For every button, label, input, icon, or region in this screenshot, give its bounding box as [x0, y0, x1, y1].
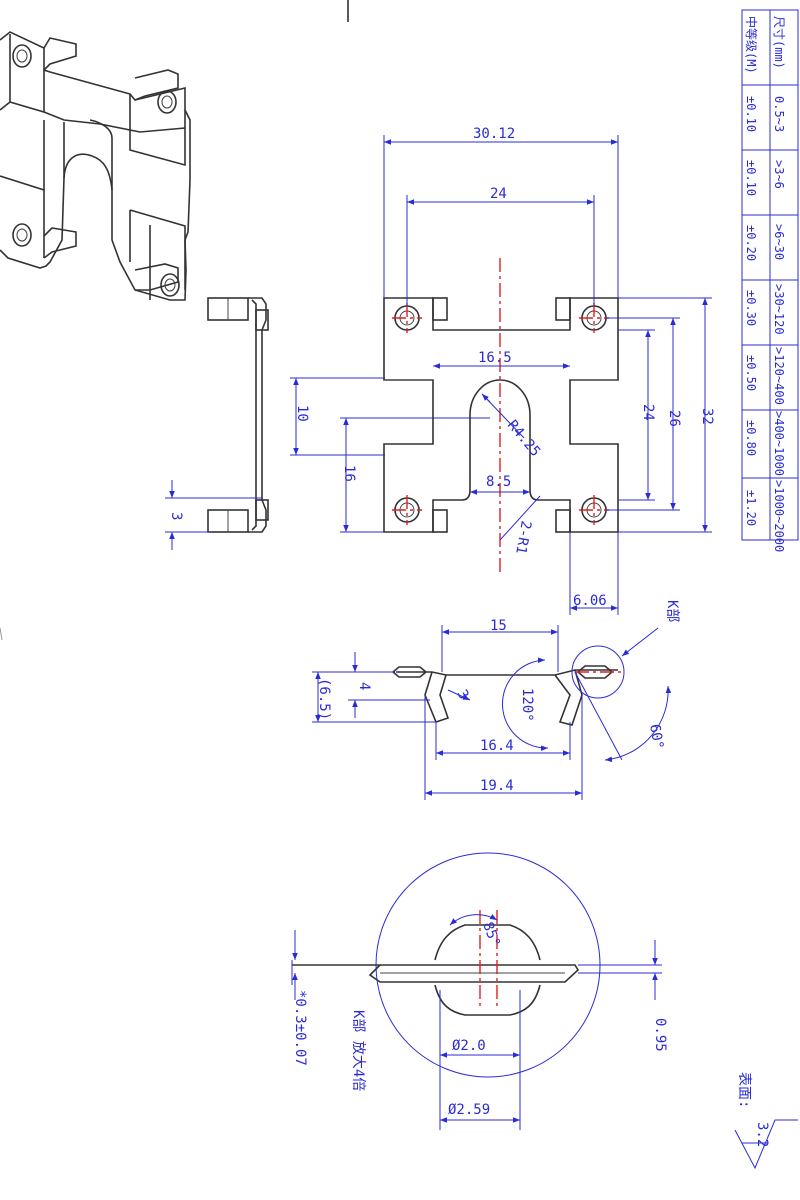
dim-r4-25: R4.25	[504, 417, 543, 460]
front-view	[383, 297, 619, 533]
dim-30-12: 30.12	[473, 126, 515, 142]
dim-6-06: 6.06	[573, 593, 607, 609]
table-tolerance: ±1.20	[744, 490, 758, 526]
isometric-view	[0, 31, 191, 301]
table-range: 0.5~3	[772, 96, 786, 132]
table-range: >30~120	[772, 284, 786, 335]
dim-32: 32	[699, 408, 715, 425]
dim-16-4: 16.4	[480, 738, 514, 754]
k-detail-view	[292, 852, 601, 1078]
table-range: >3~6	[772, 160, 786, 189]
dim-26: 26	[666, 410, 682, 427]
edge-mark	[0, 627, 3, 641]
front-view-dims	[383, 135, 712, 615]
k-detail-dims	[291, 914, 662, 1130]
table-tolerance: ±0.10	[744, 96, 758, 132]
dim-24-width: 24	[490, 186, 507, 202]
dim-3-side: 3	[168, 512, 184, 520]
surface-label: 表面:	[736, 1072, 752, 1108]
dim-24-height: 24	[640, 404, 656, 421]
table-range: >120~400	[772, 347, 786, 405]
table-tolerance: ±0.20	[744, 225, 758, 261]
dim-r1: 2-R1	[512, 519, 534, 555]
tolerance-table	[741, 9, 799, 541]
table-tolerance: ±0.80	[744, 420, 758, 456]
table-tolerance: ±0.10	[744, 160, 758, 196]
angle-60: 60°	[646, 723, 666, 751]
dim-10: 10	[294, 405, 310, 422]
dim-8-5: 8.5	[486, 474, 511, 490]
roughness-value: 3.2	[754, 1122, 770, 1147]
bend-section-view	[391, 665, 625, 726]
dim-4: 4	[356, 682, 372, 690]
roughness-symbol-icon	[734, 1119, 798, 1170]
side-view-dims	[165, 377, 490, 550]
table-tolerance: ±0.30	[744, 290, 758, 326]
dim-16: 16	[341, 465, 357, 482]
dim-6-5: (6.5)	[316, 678, 332, 720]
angle-120: 120°	[519, 688, 535, 722]
table-range: >400~1000	[772, 411, 786, 476]
k-zoom-label: K部 放大4倍	[350, 1010, 366, 1091]
dim-thickness: *0.3±0.07	[292, 990, 308, 1066]
table-header-grade: 中等级(M)	[744, 16, 759, 74]
table-range: >1000~2000	[772, 480, 786, 552]
dim-0-95: 0.95	[652, 1018, 668, 1052]
side-view	[207, 297, 269, 533]
front-centerlines	[392, 258, 609, 572]
dim-d2-59: Ø2.59	[448, 1102, 490, 1118]
k-part-label: K部	[664, 600, 680, 622]
dim-d2-0: Ø2.0	[452, 1038, 486, 1054]
table-header-size: 尺寸(mm)	[772, 16, 786, 69]
dim-16-5: 16.5	[478, 350, 512, 366]
dim-19-4: 19.4	[480, 778, 514, 794]
table-tolerance: ±0.50	[744, 355, 758, 391]
dim-15: 15	[490, 618, 507, 634]
bend-section-dims	[312, 625, 672, 800]
table-range: >6~30	[772, 224, 786, 260]
